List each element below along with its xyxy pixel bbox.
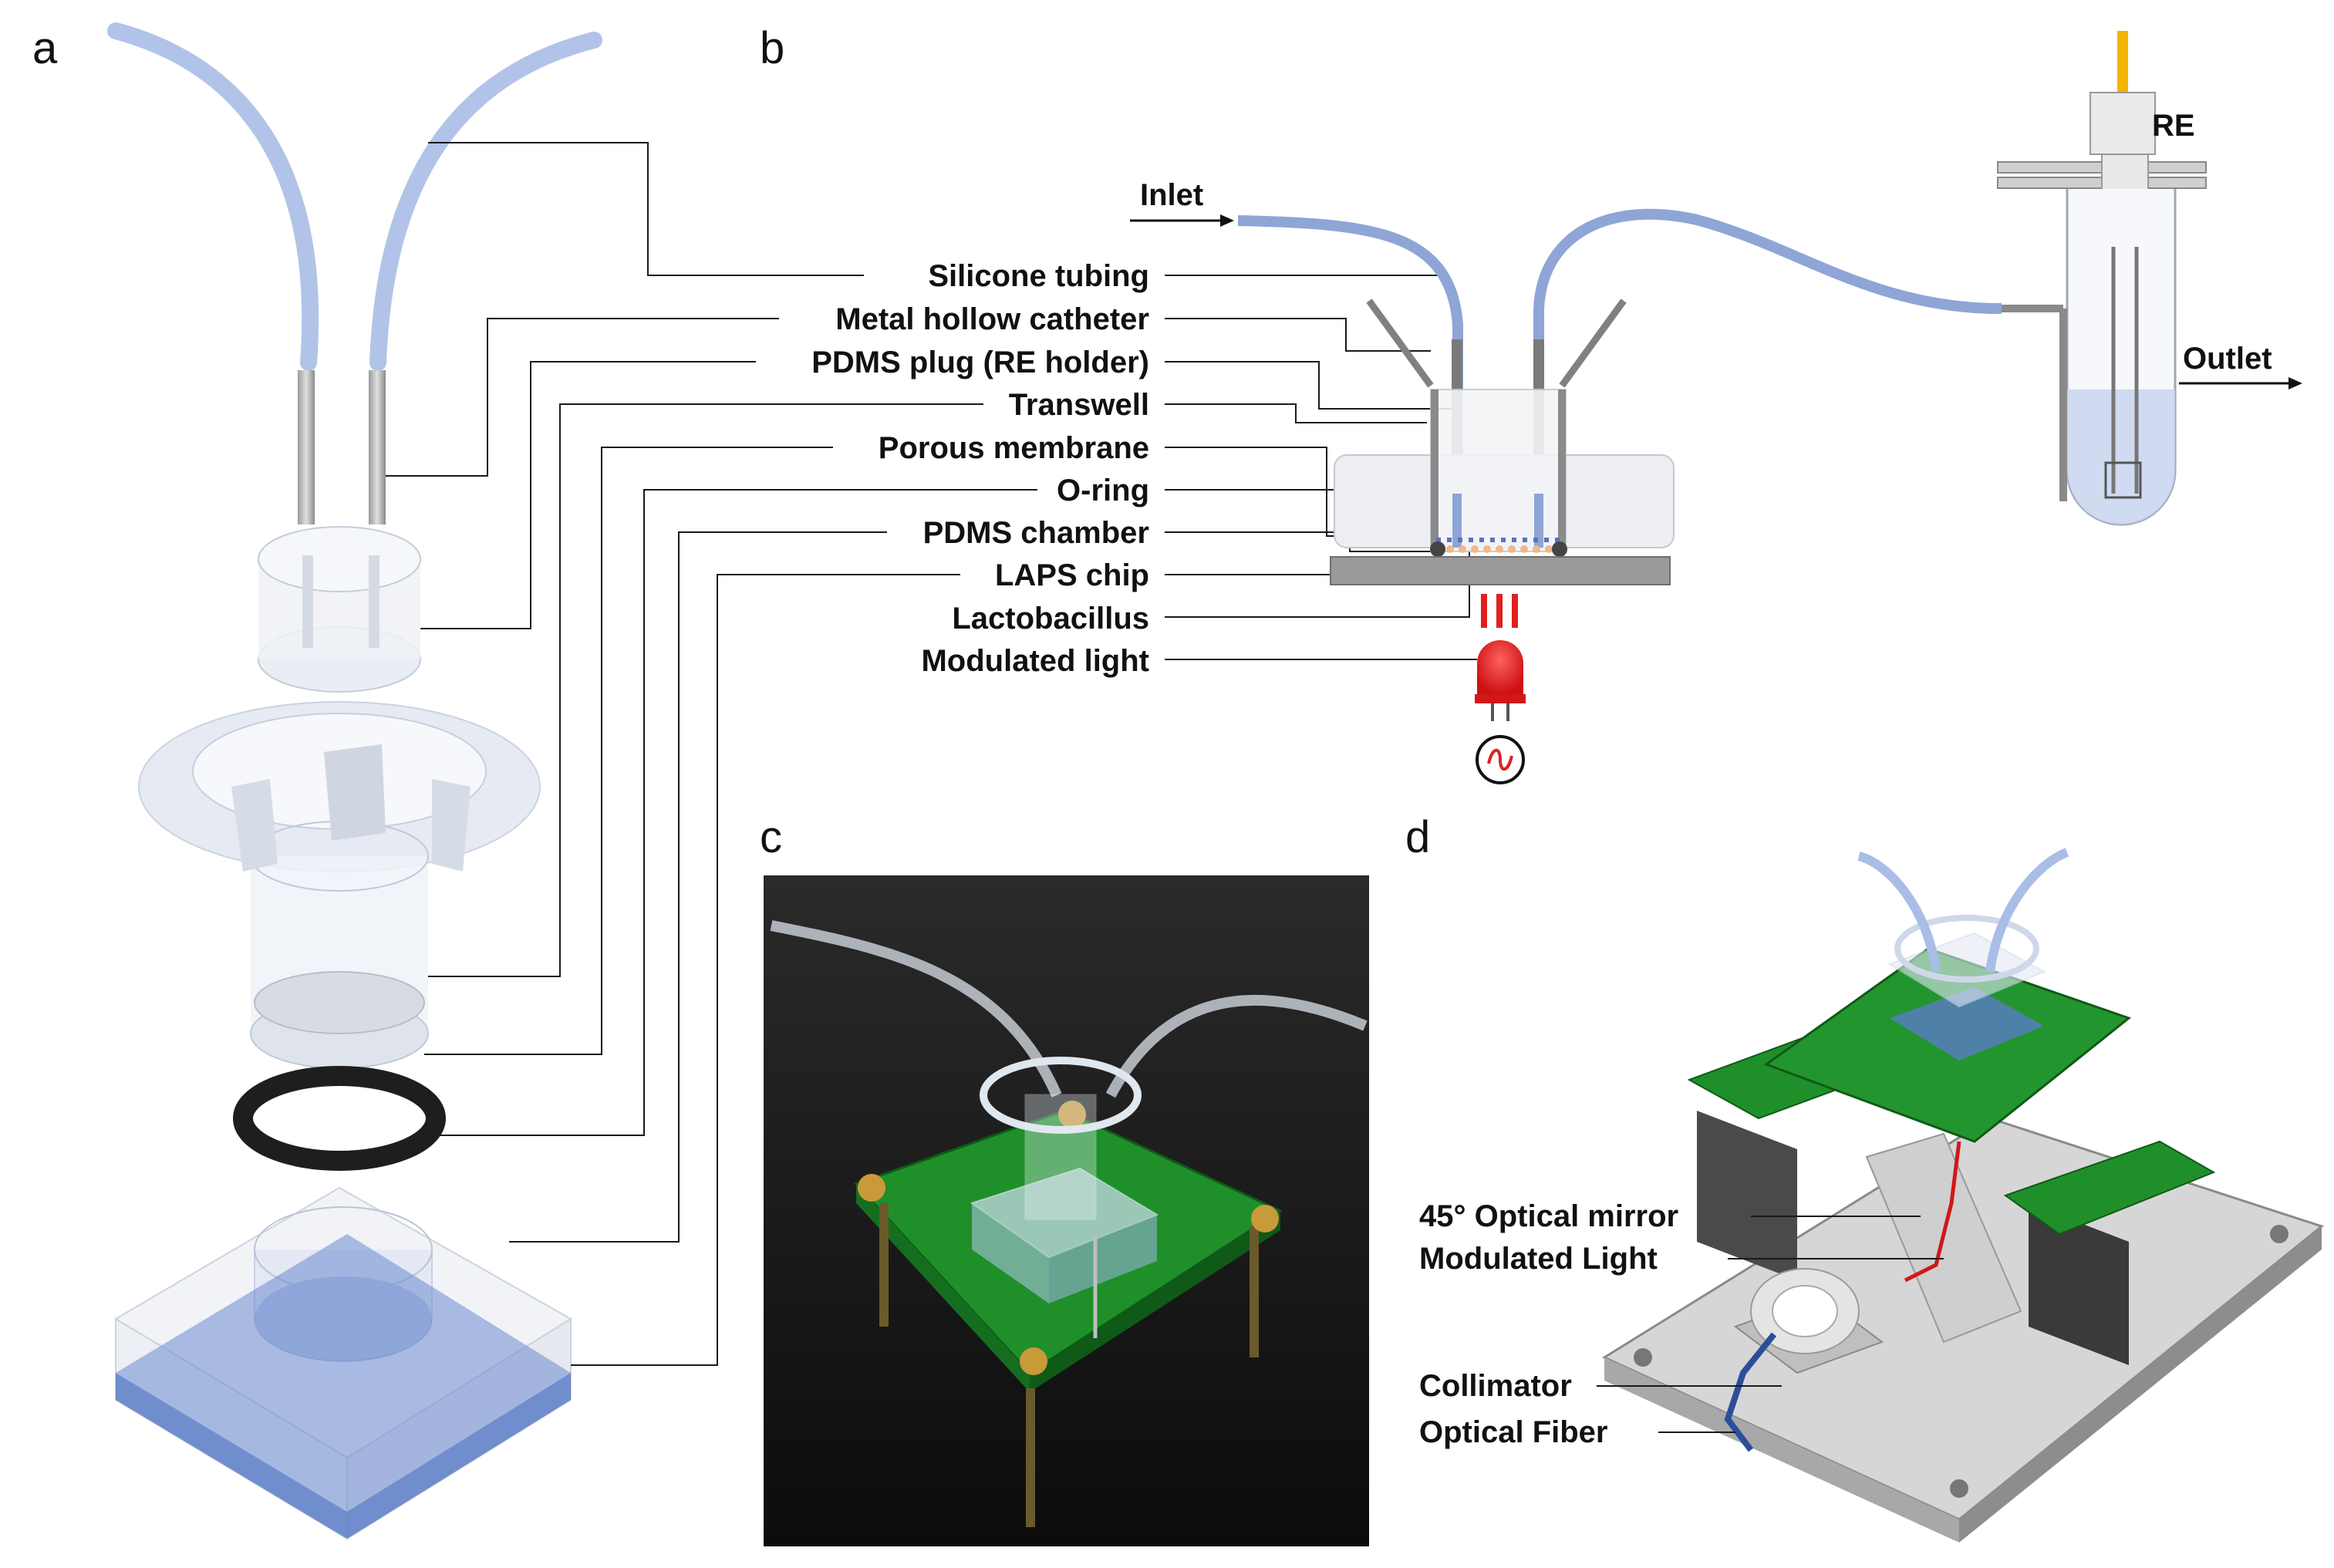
- outlet-tube: [1533, 208, 2002, 540]
- label-modulated-light-d: Modulated Light: [1419, 1242, 1658, 1276]
- silicone-tube-left: [107, 22, 319, 371]
- o-ring: [233, 1066, 446, 1171]
- silicone-tube-right: [369, 32, 602, 371]
- laps-chip: [116, 1234, 571, 1539]
- leader-pdms-chamber: [509, 531, 887, 1243]
- label-transwell: Transwell: [1009, 388, 1149, 422]
- label-collimator: Collimator: [1419, 1369, 1572, 1403]
- inlet-label: Inlet: [1140, 178, 1203, 212]
- panel-b-schematic: Inlet: [1130, 31, 2302, 784]
- leader-silicone-tubing: [428, 142, 864, 276]
- lactobacillus-layer: [1446, 545, 1553, 553]
- panel-c-photo: [764, 875, 1369, 1546]
- outlet-label: Outlet: [2183, 342, 2272, 376]
- panel-b-leaders: [1165, 275, 1477, 660]
- label-optical-fiber: Optical Fiber: [1419, 1415, 1608, 1449]
- metal-catheter-right: [369, 370, 386, 524]
- light-rays: [1481, 594, 1518, 628]
- panel-a-exploded-view: [107, 22, 602, 1540]
- leader-laps-chip: [571, 574, 960, 1366]
- label-metal-catheter: Metal hollow catheter: [835, 302, 1149, 336]
- inlet-arrowhead: [1220, 214, 1234, 227]
- panel-b-labels: Silicone tubing Metal hollow catheter PD…: [811, 259, 1149, 678]
- label-laps-chip: LAPS chip: [995, 558, 1149, 592]
- led: [1477, 640, 1523, 698]
- leader-transwell: [428, 403, 983, 977]
- panel-label-c: c: [760, 812, 782, 862]
- reference-electrode-vessel: [1997, 31, 2207, 526]
- re-label: RE: [2152, 109, 2195, 143]
- label-pdms-chamber: PDMS chamber: [923, 516, 1149, 550]
- label-lactobacillus: Lactobacillus: [952, 602, 1149, 636]
- leader-o-ring: [436, 489, 1037, 1136]
- leader-pdms-plug: [420, 361, 756, 629]
- label-porous-membrane: Porous membrane: [879, 431, 1149, 465]
- panel-d-labels: 45° Optical mirror Modulated Light Colli…: [1419, 1199, 1944, 1449]
- label-pdms-plug: PDMS plug (RE holder): [811, 346, 1149, 379]
- outlet-arrowhead: [2288, 377, 2302, 389]
- label-o-ring: O-ring: [1057, 474, 1149, 507]
- label-modulated-light: Modulated light: [921, 644, 1149, 678]
- porous-membrane: [254, 971, 425, 1034]
- leader-porous-membrane: [424, 447, 833, 1055]
- leader-lines: [386, 142, 1037, 1366]
- panel-d-render: [1601, 848, 2325, 1543]
- inlet-tube: [1237, 215, 1463, 540]
- panel-label-a: a: [32, 23, 58, 73]
- panel-label-b: b: [760, 23, 784, 73]
- metal-catheter-left: [298, 370, 315, 524]
- leader-metal-catheter: [386, 318, 779, 477]
- label-silicone-tubing: Silicone tubing: [928, 259, 1149, 293]
- label-optical-mirror: 45° Optical mirror: [1419, 1199, 1678, 1233]
- laps-chip-schematic: [1330, 556, 1671, 585]
- pdms-plug: [258, 526, 421, 693]
- panel-label-d: d: [1405, 812, 1430, 862]
